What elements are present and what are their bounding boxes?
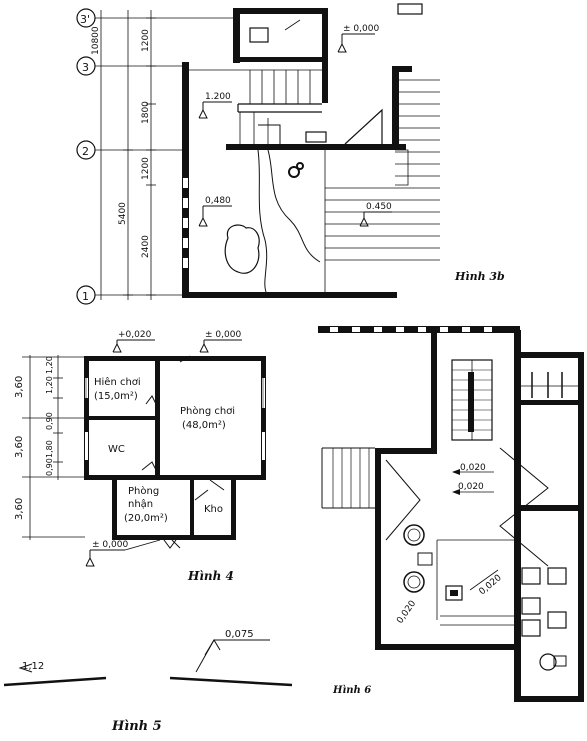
room-phong-nhan: Phòng <box>128 485 159 497</box>
fig6-plan: 0,020 0,020 0,020 0,020 Hình 6 <box>318 326 584 702</box>
dim4-inner-3: 0,90 <box>45 412 54 430</box>
fig3b-plan: 3' 3 2 1 10800 5400 1200 1800 1200 2400 <box>76 3 505 305</box>
dim4-inner-2: 1,20 <box>45 376 54 394</box>
room-phong-nhan-2: nhận <box>128 498 153 510</box>
slope-line-left <box>3 676 107 687</box>
caption-fig5: Hình 5 <box>111 719 162 734</box>
dim-left: 5400 <box>118 202 128 225</box>
room-hien-choi: Hiên chơi <box>94 376 141 388</box>
fig5-slopes: 1,12 0,075 Hình 5 <box>3 629 293 734</box>
room-kho: Kho <box>204 504 223 515</box>
level-landing: 1.200 <box>205 92 231 102</box>
rock-shape <box>224 224 260 274</box>
grid-label-3: 3 <box>82 61 89 74</box>
slope-line-right <box>169 676 293 687</box>
dim4-outer-1: 3,60 <box>14 376 25 398</box>
room-hien-choi-area: (15,0m²) <box>94 391 138 402</box>
level-top: ± 0,000 <box>343 24 379 34</box>
dim-4: 2400 <box>141 235 151 258</box>
level-floor: 0,480 <box>205 196 231 206</box>
room-phong-choi: Phòng chơi <box>180 405 235 417</box>
stair-right <box>324 79 440 292</box>
fig4-plan: 3,60 3,60 3,60 1,20 1,20 0,90 1,80 0,90 <box>14 330 266 583</box>
dim-3: 1200 <box>141 157 151 180</box>
slope6-1: 0,020 <box>460 463 486 473</box>
grid-label-2: 2 <box>82 145 89 158</box>
level-stair: 0.450 <box>366 202 392 212</box>
stair-upper <box>189 69 383 145</box>
caption-fig4: Hình 4 <box>187 569 234 583</box>
slope6-2: 0,020 <box>458 482 484 492</box>
dim4-inner-4: 1,80 <box>45 440 54 458</box>
caption-fig6: Hình 6 <box>332 685 371 696</box>
grid-label-3p: 3' <box>80 13 90 26</box>
dim4-outer-3: 3,60 <box>14 498 25 520</box>
wall-south <box>182 292 397 298</box>
room-phong-nhan-area: (20,0m²) <box>124 513 168 524</box>
slope6-4: 0,020 <box>478 573 504 597</box>
dim4-outer-2: 3,60 <box>14 436 25 458</box>
dim-2: 1800 <box>141 101 151 124</box>
slope-right-label: 0,075 <box>225 629 254 640</box>
caption-fig3b: Hình 3b <box>454 270 505 283</box>
room-phong-choi-area: (48,0m²) <box>182 420 226 431</box>
level4-a: +0,020 <box>118 330 152 340</box>
grid-label-1: 1 <box>82 290 89 303</box>
level4-b: ± 0,000 <box>205 330 241 340</box>
dim4-inner-5: 0,90 <box>45 458 54 476</box>
room-wc: WC <box>108 444 125 455</box>
dim4-inner-1: 1,20 <box>45 356 54 374</box>
dim-total: 10800 <box>91 26 101 55</box>
level4-c: ± 0,000 <box>92 540 128 550</box>
slope-left-label: 1,12 <box>22 661 44 672</box>
slope6-3: 0,020 <box>395 599 418 626</box>
dim-1: 1200 <box>141 29 151 52</box>
wall-mid <box>226 144 406 150</box>
